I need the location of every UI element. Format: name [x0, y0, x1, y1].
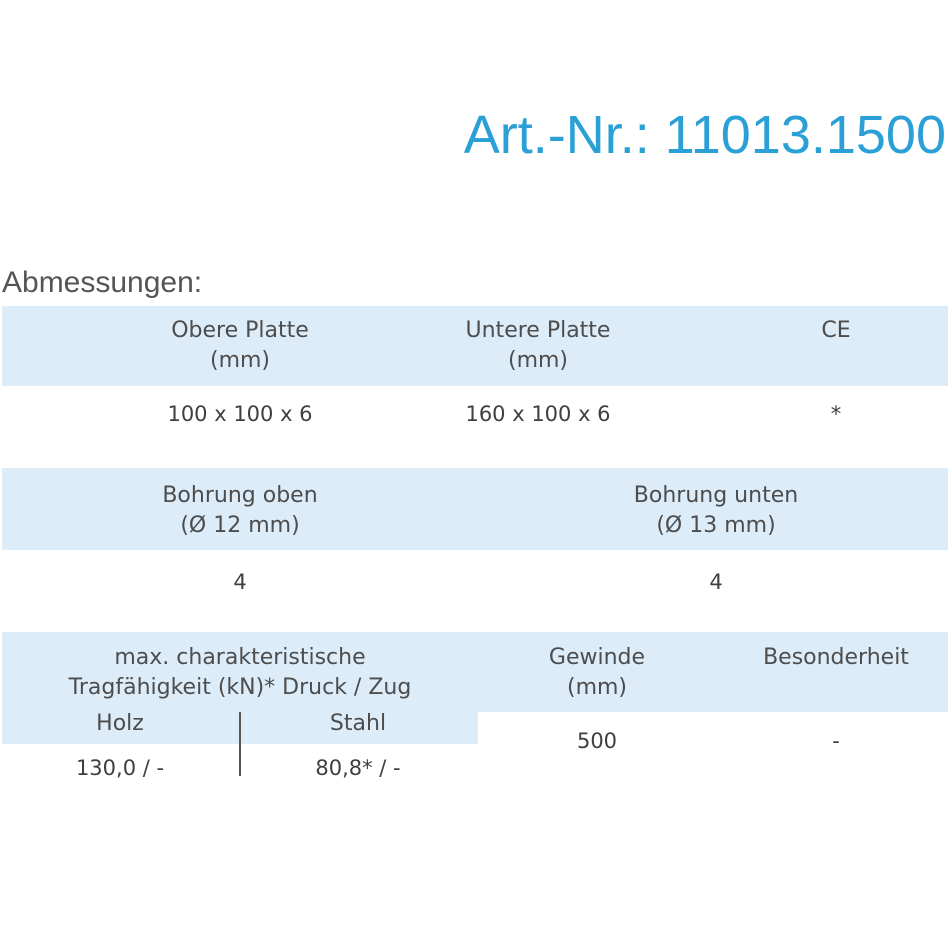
header-upper-plate-unit: (mm) [209, 348, 271, 373]
header-bore-bottom: Bohrung unten (Ø 13 mm) [516, 481, 916, 541]
header-bore-top-title: Bohrung oben [162, 483, 318, 508]
table3-header-band-right [478, 632, 948, 712]
header-upper-plate-title: Obere Platte [171, 318, 309, 343]
header-thread: Gewinde (mm) [497, 643, 697, 703]
header-lower-plate: Untere Platte (mm) [358, 316, 718, 376]
dimensions-label: Abmessungen: [2, 266, 203, 299]
value-upper-plate: 100 x 100 x 6 [167, 402, 313, 426]
value-wood-load: 130,0 / - [75, 756, 165, 780]
value-lower-plate: 160 x 100 x 6 [465, 402, 611, 426]
value-special: - [832, 729, 840, 753]
value-bore-top: 4 [233, 570, 247, 594]
value-ce: * [830, 402, 842, 426]
value-bore-bottom: 4 [709, 570, 723, 594]
subheader-steel: Stahl [329, 711, 387, 736]
header-load-capacity-line1: max. charakteristische [114, 645, 366, 670]
header-lower-plate-title: Untere Platte [465, 318, 611, 343]
value-steel-load: 80,8* / - [315, 756, 401, 780]
header-upper-plate: Obere Platte (mm) [60, 316, 420, 376]
article-number-title: Art.-Nr.: 11013.1500 [463, 105, 946, 165]
header-ce-title: CE [821, 318, 851, 343]
table2-header-band [2, 468, 948, 550]
header-load-capacity-line2: Tragfähigkeit (kN)* Druck / Zug [68, 675, 412, 700]
header-thread-unit: (mm) [566, 675, 628, 700]
header-lower-plate-unit: (mm) [507, 348, 569, 373]
column-divider [239, 712, 241, 776]
header-bore-bottom-title: Bohrung unten [633, 483, 799, 508]
header-thread-title: Gewinde [548, 645, 646, 670]
header-ce: CE [736, 316, 936, 346]
header-special: Besonderheit [763, 645, 909, 670]
header-load-capacity: max. charakteristische Tragfähigkeit (kN… [2, 643, 478, 703]
header-bore-top: Bohrung oben (Ø 12 mm) [40, 481, 440, 541]
value-thread: 500 [576, 729, 618, 753]
header-bore-bottom-size: (Ø 13 mm) [656, 513, 776, 538]
table1-header-band [2, 306, 948, 386]
subheader-wood: Holz [96, 711, 144, 736]
header-bore-top-size: (Ø 12 mm) [180, 513, 300, 538]
